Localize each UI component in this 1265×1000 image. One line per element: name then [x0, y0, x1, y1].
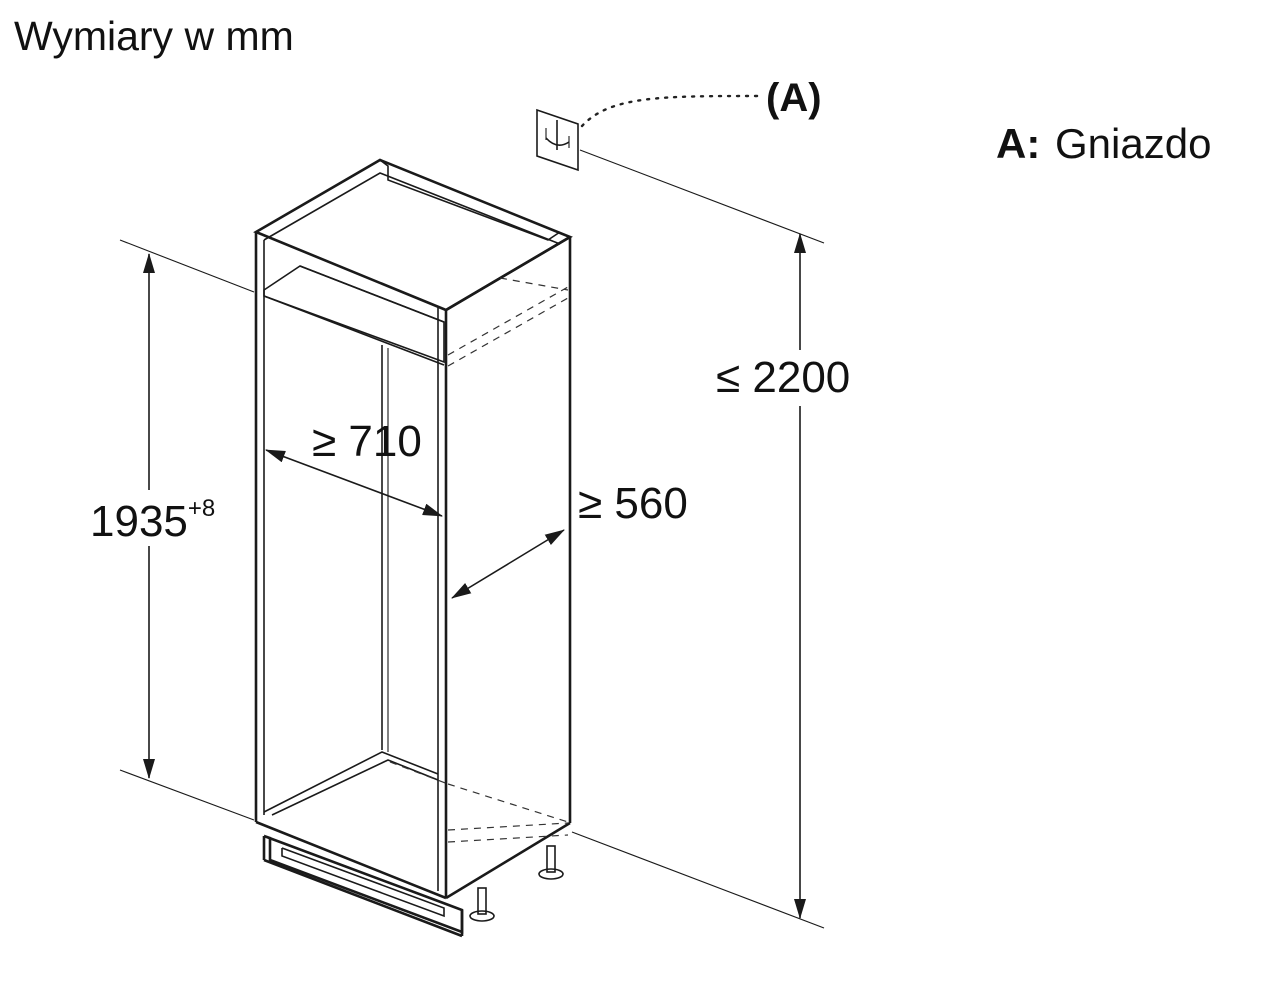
callout-leader [580, 94, 762, 128]
max-height-value: ≤ 2200 [716, 353, 850, 402]
dimension-niche-height: 1935+8 [86, 253, 226, 779]
width-value: ≥ 560 [578, 479, 688, 528]
callout-label: (A) [766, 76, 822, 120]
legend-key: A: [996, 120, 1040, 167]
depth-value: ≥ 710 [312, 417, 422, 466]
niche-height-tolerance: +8 [188, 495, 215, 522]
page-title: Wymiary w mm [14, 13, 294, 59]
socket-icon [536, 108, 579, 172]
svg-text:1935+8: 1935+8 [90, 495, 215, 546]
niche-height-value: 1935 [90, 497, 188, 546]
callout-a: (A) [580, 76, 822, 128]
dimension-depth: ≥ 710 [265, 417, 443, 517]
dimension-max-height: ≤ 2200 [712, 233, 862, 919]
legend: A: Gniazdo [996, 120, 1211, 167]
cabinet-drawing [253, 158, 573, 938]
extension-lines [119, 149, 825, 929]
legend-text: Gniazdo [1055, 120, 1211, 167]
dimension-width: ≥ 560 [451, 479, 688, 599]
